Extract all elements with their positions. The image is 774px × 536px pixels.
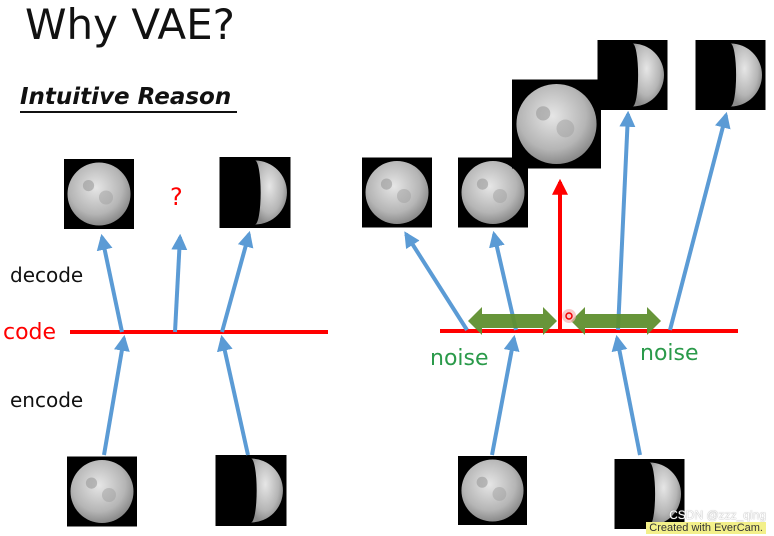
half-moon-image bbox=[695, 40, 766, 110]
watermark: CSDN @zzz_qing Created with EverCam. bbox=[646, 508, 766, 534]
decode-arrow bbox=[96, 233, 124, 333]
half-moon-image bbox=[219, 157, 291, 228]
encode-label: encode bbox=[10, 388, 83, 412]
decode-arrow bbox=[404, 231, 469, 332]
decode-arrow bbox=[668, 111, 731, 331]
decode-arrow bbox=[616, 110, 636, 331]
evercam-watermark: Created with EverCam. bbox=[646, 522, 766, 534]
decode-arrow bbox=[220, 230, 254, 333]
left-arrows bbox=[96, 230, 254, 456]
full-moon-image bbox=[362, 157, 432, 228]
cursor-indicator bbox=[562, 309, 576, 323]
full-moon-image bbox=[67, 456, 137, 527]
decode-arrow bbox=[171, 233, 188, 333]
full-moon-image bbox=[458, 456, 527, 525]
encode-arrow bbox=[611, 334, 642, 456]
code-label: code bbox=[3, 320, 56, 345]
encode-arrow bbox=[490, 334, 520, 456]
decode-label: decode bbox=[10, 263, 83, 287]
full-moon-image bbox=[512, 79, 601, 169]
noise-label-left: noise bbox=[430, 346, 489, 371]
half-moon-image bbox=[597, 40, 668, 110]
encode-arrow bbox=[102, 334, 130, 456]
noise-label-right: noise bbox=[640, 341, 699, 366]
slide-subtitle: Intuitive Reason bbox=[20, 84, 231, 110]
csdn-watermark: CSDN @zzz_qing bbox=[669, 508, 766, 522]
full-moon-image bbox=[64, 159, 134, 229]
half-moon-image bbox=[215, 455, 287, 526]
noise-double-arrow-right bbox=[571, 307, 661, 335]
slide-title: Why VAE? bbox=[25, 0, 235, 49]
encode-arrow bbox=[216, 334, 250, 456]
question-mark: ? bbox=[170, 183, 183, 211]
noise-double-arrow-left bbox=[468, 307, 557, 335]
